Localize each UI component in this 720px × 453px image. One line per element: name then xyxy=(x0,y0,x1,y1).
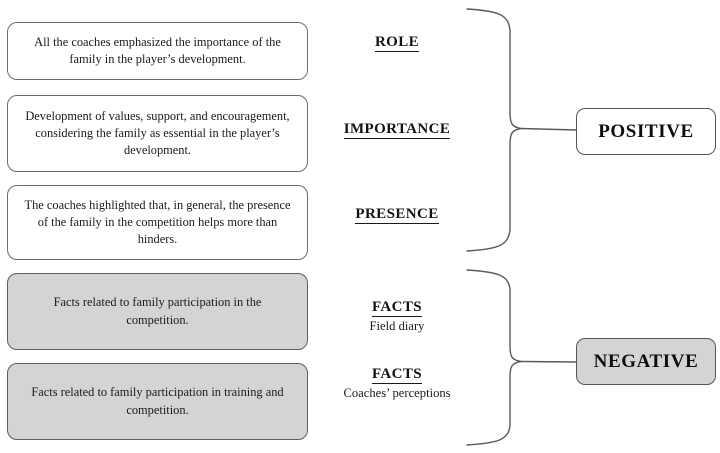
category-label-facts-field-diary: FACTS Field diary xyxy=(312,298,482,334)
category-label-role: ROLE xyxy=(312,33,482,52)
statement-text: Facts related to family participation in… xyxy=(31,385,284,417)
outcome-label: NEGATIVE xyxy=(593,350,699,372)
category-title: PRESENCE xyxy=(355,206,439,224)
statement-box-role: All the coaches emphasized the importanc… xyxy=(7,22,308,80)
statement-box-facts-competition: Facts related to family participation in… xyxy=(7,273,308,350)
statement-box-facts-training: Facts related to family participation in… xyxy=(7,363,308,440)
category-title: FACTS xyxy=(371,366,423,384)
brace-positive-stem xyxy=(520,127,577,131)
outcome-box-positive: POSITIVE xyxy=(576,108,716,155)
statement-box-importance: Development of values, support, and enco… xyxy=(7,95,308,172)
category-title: IMPORTANCE xyxy=(343,121,451,139)
statement-text: The coaches highlighted that, in general… xyxy=(24,197,291,247)
category-subtitle: Coaches’ perceptions xyxy=(343,385,451,400)
statement-box-presence: The coaches highlighted that, in general… xyxy=(7,185,308,260)
outcome-label: POSITIVE xyxy=(598,120,694,142)
statement-text: Development of values, support, and enco… xyxy=(25,108,290,158)
category-subtitle: Field diary xyxy=(369,318,425,333)
brace-negative-stem xyxy=(520,360,577,363)
outcome-box-negative: NEGATIVE xyxy=(576,338,716,385)
category-title: ROLE xyxy=(374,34,420,52)
category-label-presence: PRESENCE xyxy=(312,205,482,224)
statement-text: All the coaches emphasized the importanc… xyxy=(34,34,281,66)
category-label-importance: IMPORTANCE xyxy=(312,120,482,139)
statement-text: Facts related to family participation in… xyxy=(53,295,262,327)
category-title: FACTS xyxy=(371,299,423,317)
brace-negative-icon xyxy=(466,269,522,446)
category-label-facts-coaches: FACTS Coaches’ perceptions xyxy=(312,365,482,401)
